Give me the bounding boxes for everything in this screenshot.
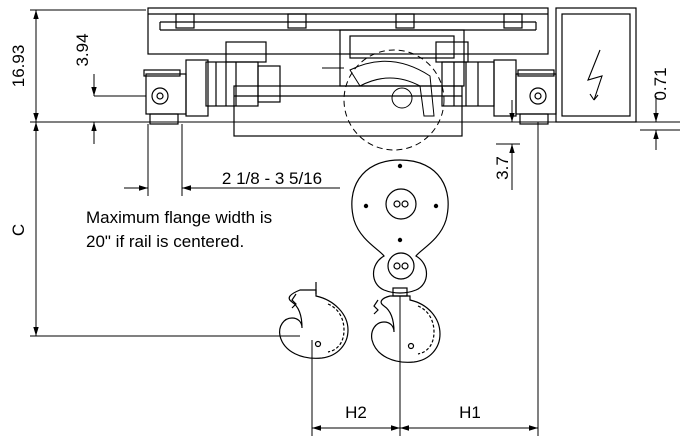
hoist-drum <box>322 49 445 151</box>
hook-right <box>371 295 441 363</box>
right-drive-unit <box>441 59 557 125</box>
note-line-1: Maximum flange width is <box>86 208 273 227</box>
note-line-2: 20" if rail is centered. <box>86 231 245 251</box>
dim-16-93: 16.93 <box>9 45 28 88</box>
dim-3-94: 3.94 <box>73 33 92 66</box>
dim-c: C <box>9 224 28 236</box>
trolley-body <box>225 29 469 137</box>
dim-flange-range: 2 1/8 - 3 5/16 <box>222 169 322 188</box>
bottom-block <box>351 159 449 297</box>
control-cabinet <box>555 7 637 123</box>
left-drive-unit <box>143 59 281 125</box>
dimension-lines <box>30 9 680 436</box>
hook-left <box>279 282 349 359</box>
dim-h2: H2 <box>345 403 367 422</box>
dim-h1: H1 <box>459 403 481 422</box>
dim-3-7: 3.7 <box>493 156 512 180</box>
flange-width-note: Maximum flange width is 20" if rail is c… <box>86 206 272 254</box>
dim-0-71: 0.71 <box>651 67 670 100</box>
trolley-frame <box>147 7 549 55</box>
